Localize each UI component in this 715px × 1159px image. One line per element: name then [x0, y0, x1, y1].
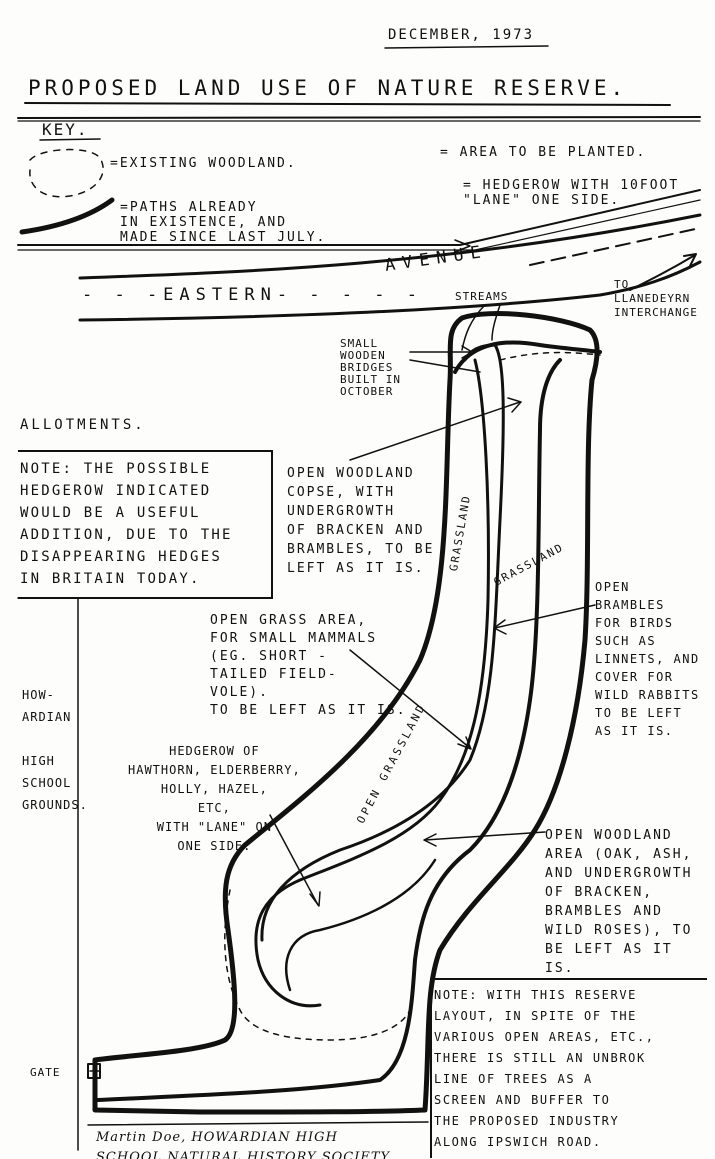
school-grounds-label: HOW- ARDIAN HIGH SCHOOL GROUNDS. — [22, 688, 88, 812]
open-brambles-label: OPEN BRAMBLES FOR BIRDS SUCH AS LINNETS,… — [595, 580, 700, 738]
woodland-key-symbol — [29, 148, 104, 198]
woodland-boundary-dashed — [224, 889, 411, 1041]
inner-path-1 — [254, 358, 490, 1008]
page-title: PROPOSED LAND USE OF NATURE RESERVE. — [28, 76, 628, 100]
copse-label: OPEN WOODLAND COPSE, WITH UNDERGROWTH OF… — [287, 466, 435, 576]
key-woodland-label: =EXISTING WOODLAND. — [110, 156, 297, 171]
reserve-boundary — [92, 311, 600, 1115]
key-top-rule — [17, 116, 701, 119]
key-hedgerow-label: = HEDGEROW WITH 10FOOT "LANE" ONE SIDE. — [463, 178, 680, 208]
key-underline — [39, 138, 101, 141]
key-planted-label: = AREA TO BE PLANTED. — [440, 145, 647, 160]
key-heading: KEY. — [42, 120, 89, 139]
road-south-edge — [78, 260, 702, 322]
road-destination-label: TO LLANEDEYRN INTERCHANGE — [614, 278, 698, 319]
note-box-hedgerow — [18, 450, 273, 599]
gate-label: GATE — [30, 1066, 61, 1079]
title-underline — [24, 102, 671, 106]
date-underline — [384, 45, 549, 49]
hedgerow-label: HEDGEROW OF HAWTHORN, ELDERBERRY, HOLLY,… — [128, 744, 301, 853]
allotments-label: ALLOTMENTS. — [20, 417, 146, 433]
author-signature: Martin Doe, HOWARDIAN HIGH SCHOOL NATURA… — [96, 1130, 391, 1159]
bridges-label: SMALL WOODEN BRIDGES BUILT IN OCTOBER — [340, 337, 401, 398]
note-box-layout — [430, 978, 707, 1158]
note-hedgerow-text: NOTE: THE POSSIBLE HEDGEROW INDICATED WO… — [20, 461, 233, 587]
path-south-loop — [96, 358, 562, 1102]
road-north-edge — [78, 213, 702, 280]
note-layout-text: NOTE: WITH THIS RESERVE LAYOUT, IN SPITE… — [434, 988, 655, 1149]
key-paths-label: =PATHS ALREADY IN EXISTENCE, AND MADE SI… — [120, 200, 327, 245]
road-name-left: - - -EASTERN- - - - - — [82, 285, 423, 305]
date-label: DECEMBER, 1973 — [388, 27, 535, 43]
open-grass-label: OPEN GRASS AREA, FOR SMALL MAMMALS (EG. … — [210, 613, 407, 718]
inner-path-2 — [260, 343, 505, 942]
key-bottom-rule — [17, 189, 701, 246]
streams-label: STREAMS — [455, 290, 509, 303]
open-woodland-label: OPEN WOODLAND AREA (OAK, ASH, AND UNDERG… — [545, 828, 693, 976]
path-key-symbol — [19, 197, 115, 235]
